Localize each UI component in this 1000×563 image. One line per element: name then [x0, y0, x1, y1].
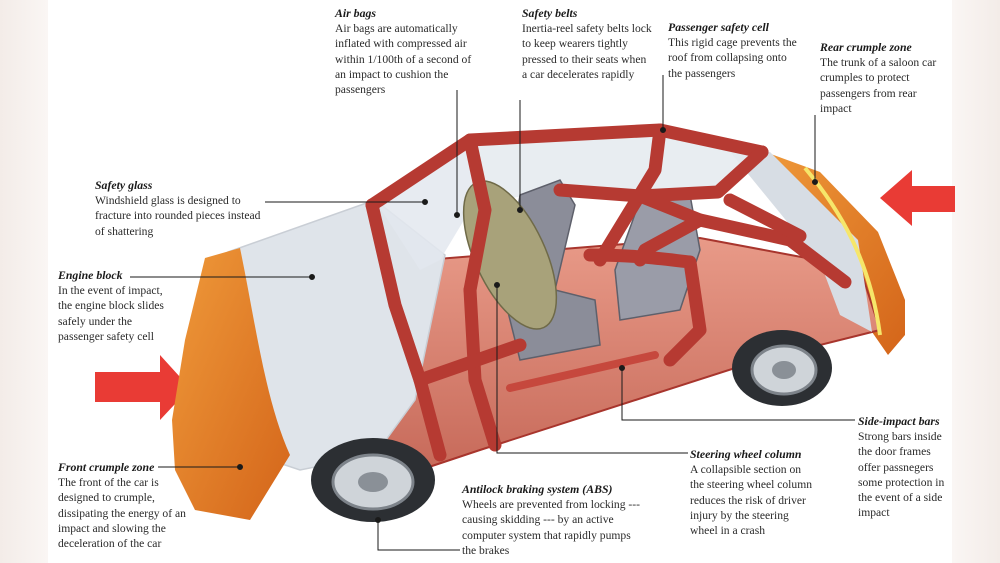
callout-safety-glass: Safety glass Windshield glass is designe…: [95, 178, 263, 239]
callout-title: Steering wheel column: [690, 447, 802, 461]
callout-title: Rear crumple zone: [820, 40, 912, 54]
callout-front-crumple: Front crumple zone The front of the car …: [58, 460, 198, 551]
callout-passenger-cell: Passenger safety cell This rigid cage pr…: [668, 20, 800, 81]
callout-title: Safety belts: [522, 6, 578, 20]
callout-text: Windshield glass is designed to fracture…: [95, 194, 261, 238]
callout-title: Engine block: [58, 268, 123, 282]
callout-title: Antilock braking system (ABS): [462, 482, 613, 496]
callout-title: Front crumple zone: [58, 460, 155, 474]
left-border: [0, 0, 48, 563]
front-impact-arrow: [95, 355, 190, 420]
right-border: [952, 0, 1000, 563]
callout-engine-block: Engine block In the event of impact, the…: [58, 268, 170, 344]
callout-text: A collapsible section on the steering wh…: [690, 463, 813, 538]
windshield-glass: [375, 140, 470, 270]
callout-safety-belts: Safety belts Inertia-reel safety belts l…: [522, 6, 652, 82]
rear-deck: [722, 142, 872, 332]
callout-abs: Antilock braking system (ABS) Wheels are…: [462, 482, 644, 558]
callout-text: The trunk of a saloon car crumples to pr…: [820, 56, 937, 115]
callout-text: Air bags are automatically inflated with…: [335, 22, 472, 97]
callout-text: In the event of impact, the engine block…: [58, 284, 164, 343]
callout-air-bags: Air bags Air bags are automatically infl…: [335, 6, 475, 97]
leader-lines: [130, 75, 855, 551]
callout-text: Strong bars inside the door frames offer…: [858, 430, 945, 520]
callout-title: Side-impact bars: [858, 414, 940, 428]
front-crumple-zone: [172, 248, 290, 520]
callout-steering-column: Steering wheel column A collapsible sect…: [690, 447, 818, 538]
callout-text: The front of the car is designed to crum…: [58, 476, 186, 551]
callout-text: Wheels are prevented from locking --- ca…: [462, 498, 641, 557]
callout-text: Inertia-reel safety belts lock to keep w…: [522, 22, 652, 81]
callout-side-impact: Side-impact bars Strong bars inside the …: [858, 414, 952, 520]
rear-wheel: [732, 330, 832, 406]
callout-text: This rigid cage prevents the roof from c…: [668, 36, 797, 80]
callout-rear-crumple: Rear crumple zone The trunk of a saloon …: [820, 40, 948, 116]
callout-title: Passenger safety cell: [668, 20, 769, 34]
passenger-safety-cage: [365, 123, 852, 462]
callout-title: Air bags: [335, 6, 376, 20]
callout-title: Safety glass: [95, 178, 153, 192]
side-impact-bar: [506, 351, 659, 392]
front-wheel: [311, 438, 435, 522]
rear-impact-arrow: [880, 170, 955, 226]
